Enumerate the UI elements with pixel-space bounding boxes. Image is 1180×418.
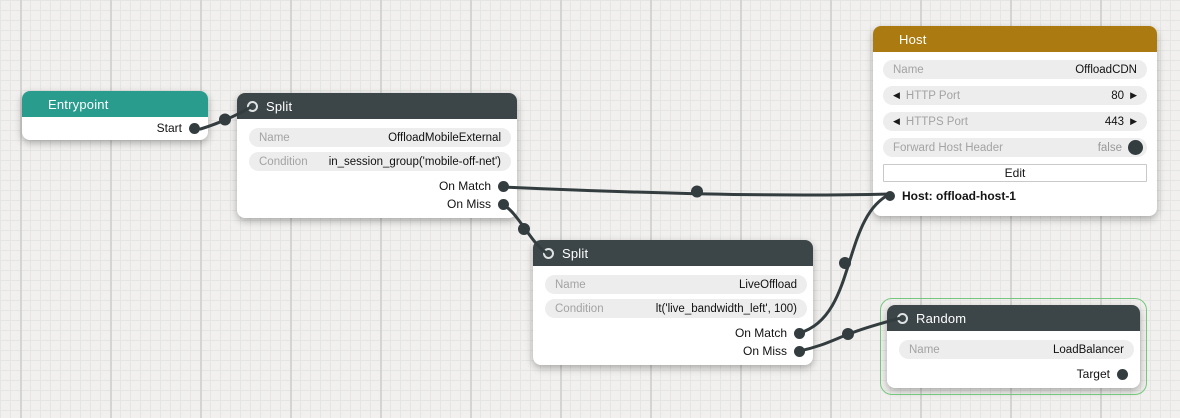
field-label: Forward Host Header [893, 141, 1003, 154]
output-port-row: On Miss [237, 195, 517, 213]
field-label: Name [259, 131, 290, 144]
output-port-row: On Match [533, 324, 813, 342]
field-value: LiveOffload [739, 278, 797, 291]
node-title: Host [899, 31, 927, 47]
field-value: false [1097, 141, 1122, 154]
edge-midpoint-handle[interactable] [842, 328, 854, 340]
node-header[interactable]: Split [533, 240, 813, 266]
output-port-icon[interactable] [794, 345, 805, 357]
port-label: Host: offload-host-1 [902, 189, 1016, 203]
decrement-arrow-icon[interactable]: ◀ [893, 90, 900, 100]
node-split-offloadmobileexternal[interactable]: Split Name OffloadMobileExternal Conditi… [237, 93, 517, 218]
node-entrypoint[interactable]: Entrypoint Start [22, 91, 208, 140]
node-host-offloadcdn[interactable]: Host Name OffloadCDN ◀ HTTP Port 80 ▶ ◀ … [873, 26, 1157, 216]
field-label: Condition [259, 155, 308, 168]
forward-host-header-toggle[interactable]: Forward Host Header false [883, 138, 1147, 157]
field-label: HTTP Port [905, 89, 961, 102]
output-port-row: Start [22, 119, 208, 137]
https-port-stepper[interactable]: ◀ HTTPS Port 443 ▶ [883, 112, 1147, 131]
edge-midpoint-handle[interactable] [518, 223, 530, 235]
field-label: Condition [555, 302, 604, 315]
decrement-arrow-icon[interactable]: ◀ [893, 116, 900, 126]
port-label: On Miss [446, 197, 491, 211]
field-value: OffloadMobileExternal [388, 131, 501, 144]
input-port-icon[interactable] [897, 312, 908, 324]
node-title: Random [916, 310, 967, 326]
edit-button[interactable]: Edit [883, 164, 1147, 182]
node-header[interactable]: Split [237, 93, 517, 119]
increment-arrow-icon[interactable]: ▶ [1130, 90, 1137, 100]
port-label: On Match [734, 326, 787, 340]
field-value: LoadBalancer [1053, 343, 1124, 356]
node-title: Split [266, 98, 293, 114]
node-split-liveoffload[interactable]: Split Name LiveOffload Condition lt('liv… [533, 240, 813, 365]
node-body: Name LoadBalancer Target [887, 331, 1140, 388]
field-value: 80 [1111, 89, 1125, 102]
field-label: Name [909, 343, 940, 356]
name-field[interactable]: Name LiveOffload [545, 275, 807, 294]
output-port-row: Target [887, 365, 1140, 383]
input-port-icon[interactable] [247, 100, 258, 112]
field-value: lt('live_bandwidth_left', 100) [655, 302, 797, 315]
port-label: Target [1076, 367, 1110, 381]
output-port-icon[interactable] [498, 198, 509, 210]
name-field[interactable]: Name OffloadMobileExternal [249, 128, 511, 147]
edge-midpoint-handle[interactable] [691, 185, 703, 198]
node-random-loadbalancer[interactable]: Random Name LoadBalancer Target [880, 298, 1147, 395]
field-label: HTTPS Port [905, 115, 968, 128]
output-port-icon[interactable] [794, 327, 805, 339]
name-field[interactable]: Name LoadBalancer [899, 340, 1134, 359]
node-header[interactable]: Host [873, 26, 1157, 52]
name-field[interactable]: Name OffloadCDN [883, 60, 1147, 79]
output-port-icon[interactable] [189, 122, 200, 134]
increment-arrow-icon[interactable]: ▶ [1130, 116, 1137, 126]
node-title: Split [562, 245, 589, 261]
field-value: OffloadCDN [1075, 63, 1137, 76]
output-port-row: On Match [237, 177, 517, 195]
field-label: Name [555, 278, 586, 291]
http-port-stepper[interactable]: ◀ HTTP Port 80 ▶ [883, 86, 1147, 105]
node-body: Name LiveOffload Condition lt('live_band… [533, 266, 813, 365]
edge-midpoint-handle[interactable] [219, 113, 231, 126]
node-header[interactable]: Random [887, 305, 1140, 331]
output-port-icon[interactable] [498, 180, 509, 192]
node-body: Name OffloadMobileExternal Condition in_… [237, 119, 517, 218]
port-label: On Match [438, 179, 491, 193]
port-label: On Miss [742, 344, 787, 358]
edge-split1-onmatch-to-host[interactable] [502, 185, 892, 197]
condition-field[interactable]: Condition lt('live_bandwidth_left', 100) [545, 299, 807, 318]
node-header[interactable]: Entrypoint [22, 91, 208, 117]
field-value: in_session_group('mobile-off-net') [328, 155, 501, 168]
edge-split2-onmiss-to-random[interactable] [798, 317, 901, 353]
input-port-row: Host: offload-host-1 [873, 188, 1157, 204]
field-label: Name [893, 63, 924, 76]
output-port-icon[interactable] [1117, 368, 1128, 380]
port-label: Start [156, 121, 182, 135]
node-body: Start [22, 117, 208, 140]
input-port-icon[interactable] [885, 191, 895, 201]
node-title: Entrypoint [48, 96, 109, 112]
edge-midpoint-handle[interactable] [839, 257, 851, 269]
node-body: Name OffloadCDN ◀ HTTP Port 80 ▶ ◀ HTTPS… [873, 52, 1157, 216]
condition-field[interactable]: Condition in_session_group('mobile-off-n… [249, 152, 511, 171]
output-port-row: On Miss [533, 342, 813, 360]
toggle-knob-icon[interactable] [1128, 140, 1143, 155]
input-port-icon[interactable] [543, 247, 554, 259]
field-value: 443 [1104, 115, 1125, 128]
